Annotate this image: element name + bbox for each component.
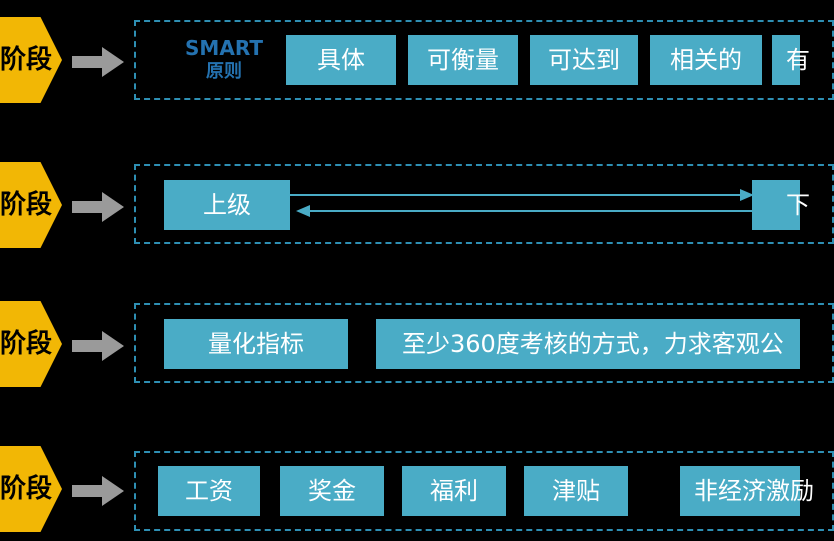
tag-achievable: 可达到 xyxy=(530,35,638,85)
tag-salary: 工资 xyxy=(158,466,260,516)
tag-quantified-indicators: 量化指标 xyxy=(164,319,348,369)
tag-relevant: 相关的 xyxy=(650,35,762,85)
smart-title-zh: 原则 xyxy=(206,61,242,82)
stage-label-3: 阶段 xyxy=(0,329,53,359)
tag-subordinate: 下 xyxy=(752,180,810,230)
tag-360-evaluation: 至少360度考核的方式，力求客观公 xyxy=(376,319,800,369)
arrow-right-icon xyxy=(72,47,124,77)
smart-title-en: SMART xyxy=(185,36,263,60)
tag-bonus: 奖金 xyxy=(280,466,384,516)
stage-label-1: 阶段 xyxy=(0,45,53,75)
row-frame-rewards xyxy=(134,451,834,531)
tag-allowance: 津贴 xyxy=(524,466,628,516)
row-frame-communication xyxy=(134,164,834,244)
arrow-right-icon xyxy=(72,331,124,361)
stage-label-4: 阶段 xyxy=(0,474,53,504)
tag-specific: 具体 xyxy=(286,35,396,85)
tag-superior: 上级 xyxy=(164,180,290,230)
smart-principle-title: SMART 原则 xyxy=(182,36,266,84)
tag-benefits: 福利 xyxy=(402,466,506,516)
arrow-right-icon xyxy=(72,476,124,506)
row-frame-evaluation xyxy=(134,303,834,383)
tag-non-economic-incentive: 非经济激励 xyxy=(680,466,814,516)
stage-label-2: 阶段 xyxy=(0,190,53,220)
tag-measurable: 可衡量 xyxy=(408,35,518,85)
tag-time-bound: 有 xyxy=(772,35,810,85)
arrow-right-icon xyxy=(72,192,124,222)
row-frame-smart xyxy=(134,20,834,100)
two-way-arrows-icon xyxy=(290,189,754,217)
